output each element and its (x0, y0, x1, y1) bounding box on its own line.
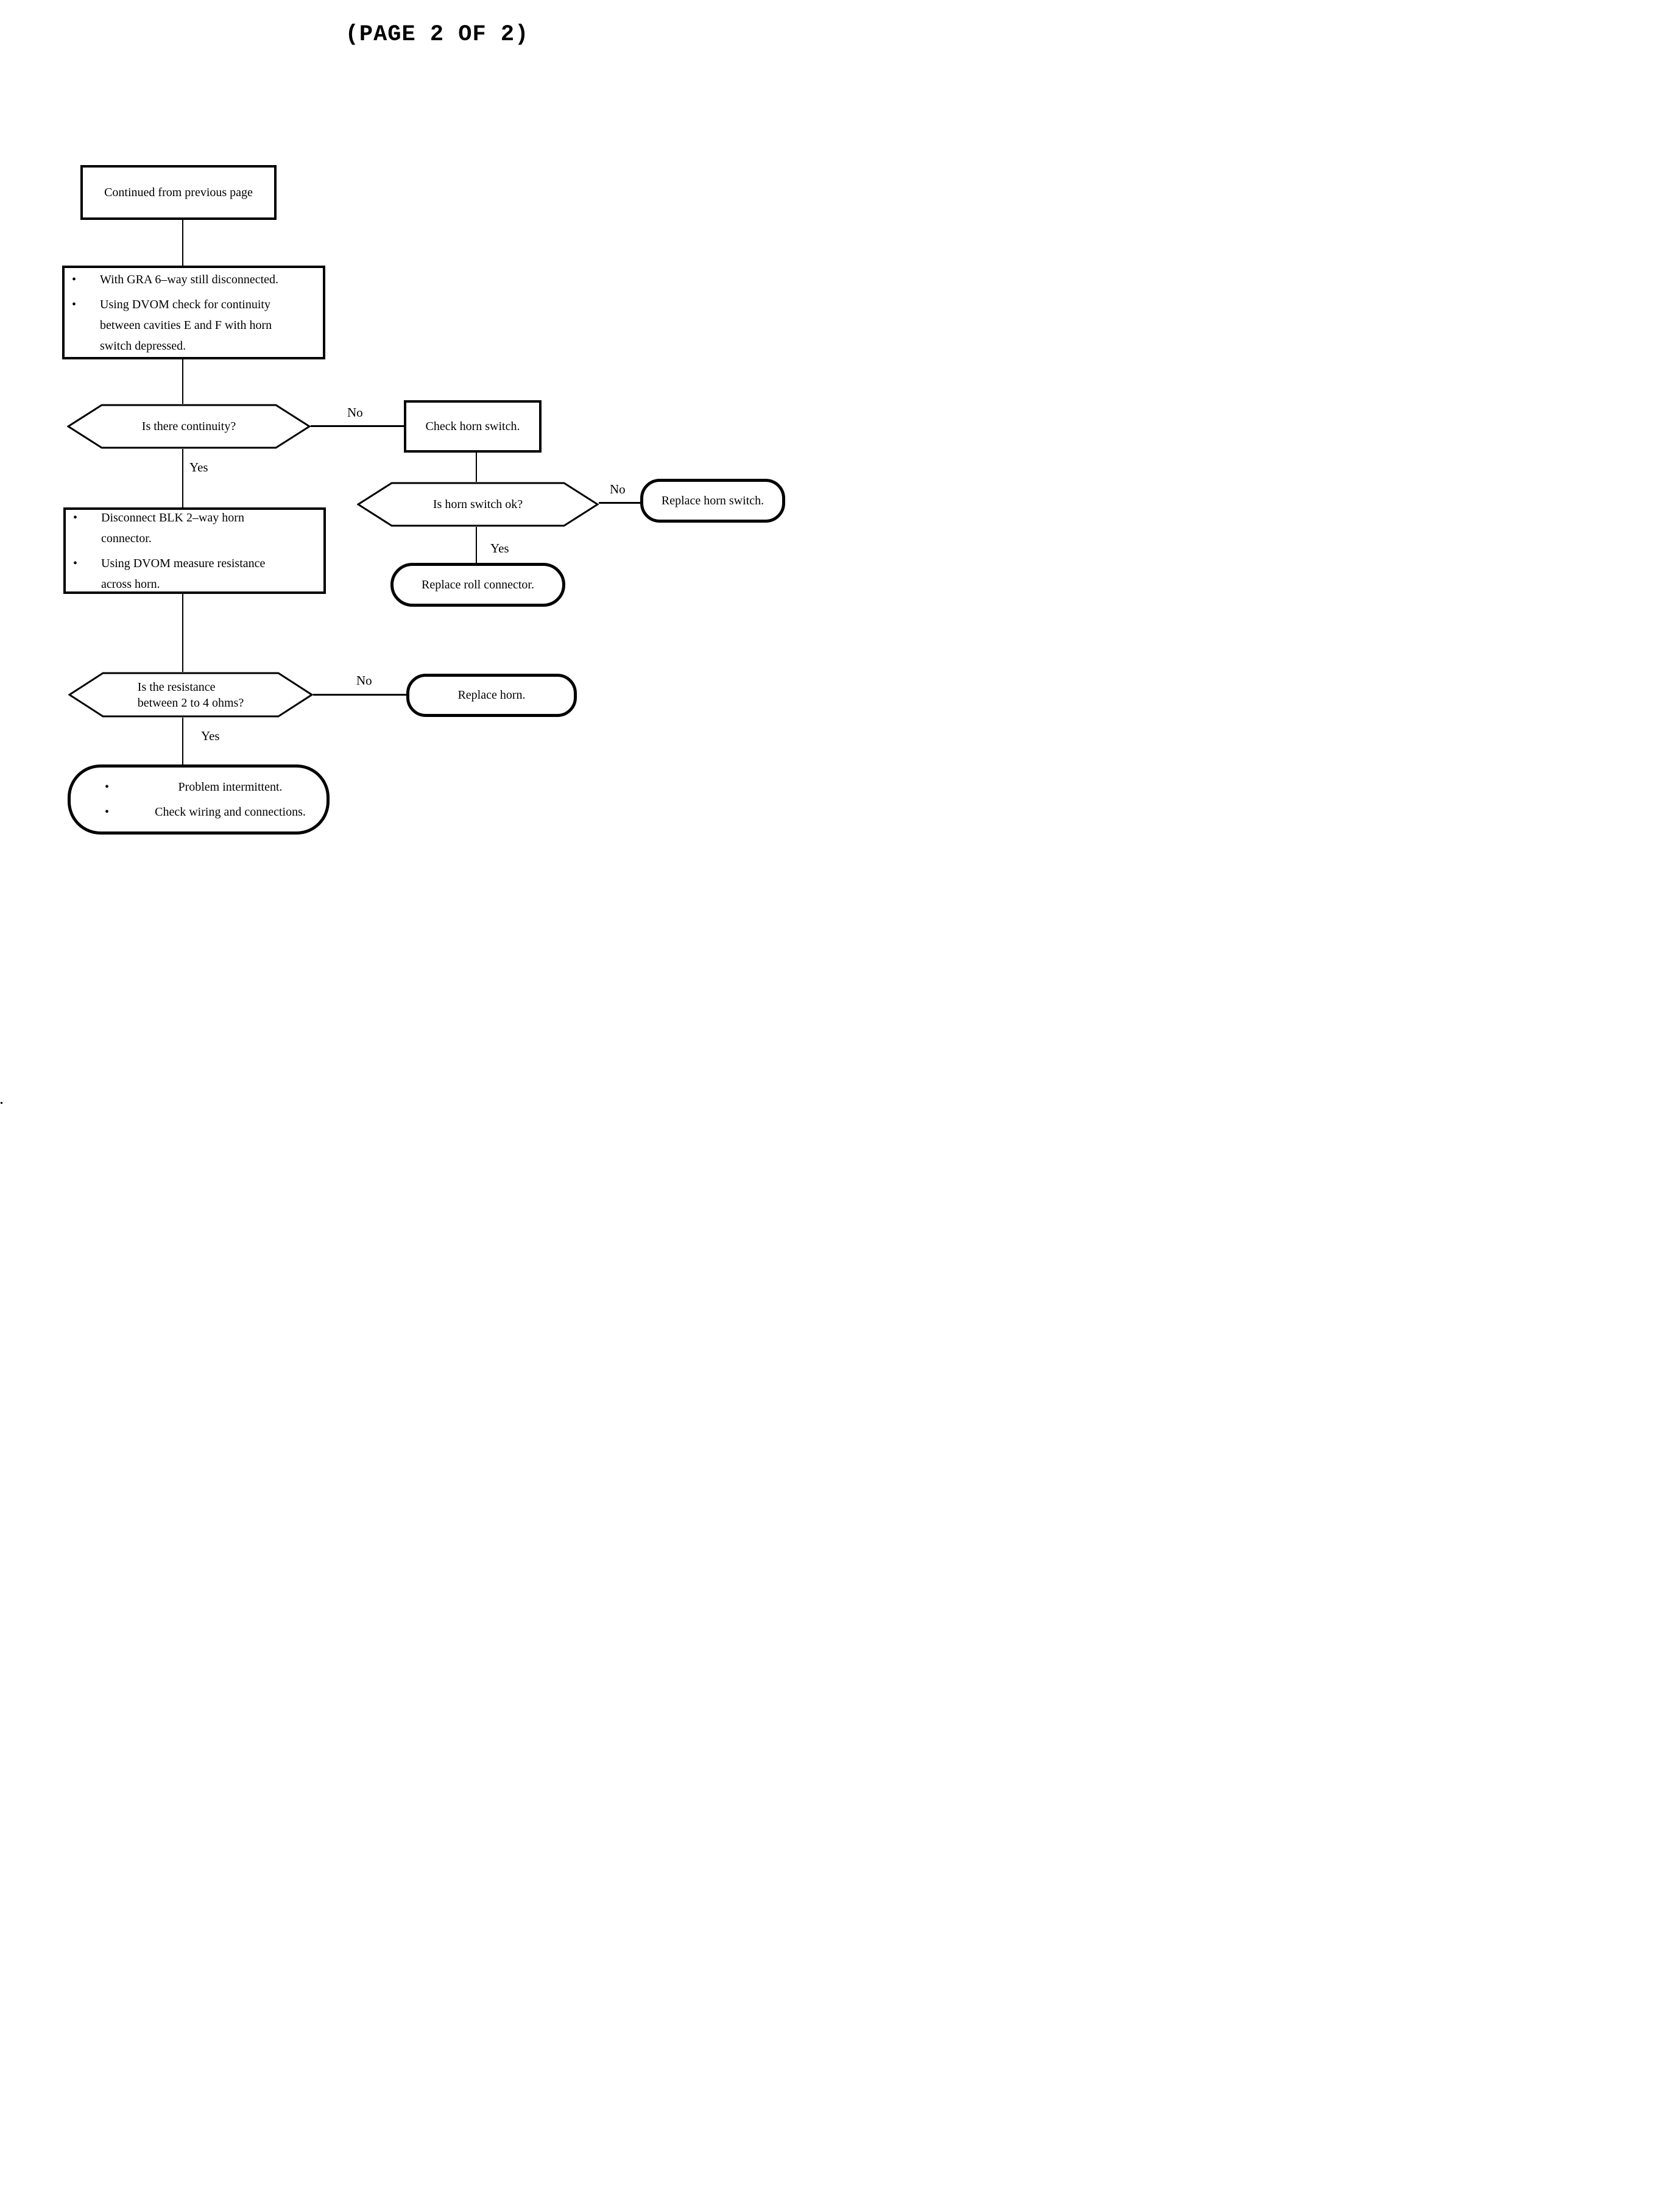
connector-decision1-yes (182, 449, 183, 507)
edge-label-yes-1: Yes (189, 460, 208, 475)
bullet-text: Check wiring and connections. (155, 805, 306, 819)
node-step-measure-resistance: • Disconnect BLK 2–way horn connector. •… (63, 507, 326, 594)
hexagon-shape (67, 404, 311, 449)
node-check-horn-switch: Check horn switch. (404, 400, 542, 453)
bullet-text: With GRA 6–way still disconnected. (100, 272, 279, 286)
edge-label-no-2: No (610, 482, 626, 496)
node-decision-horn-switch-ok-text: Is horn switch ok? (432, 498, 523, 511)
connector-checkhorn-to-decision2 (476, 453, 477, 482)
node-replace-roll-connector-text: Replace roll connector. (422, 577, 534, 591)
bullet-icon: • (105, 805, 110, 819)
bullet-icon: • (105, 780, 110, 794)
hexagon-shape (68, 672, 313, 718)
bullet-text: Problem intermittent. (178, 780, 283, 794)
bullet-item: • Problem intermittent. (71, 777, 326, 797)
connector-decision2-no (599, 502, 640, 504)
hexagon-shape (357, 482, 599, 527)
node-continued: Continued from previous page (80, 165, 277, 220)
node-decision-continuity: Is there continuity? (67, 404, 311, 449)
node-replace-horn-switch: Replace horn switch. (640, 479, 785, 523)
node-check-horn-switch-text: Check horn switch. (425, 419, 520, 433)
connector-continued-to-step1 (182, 220, 183, 266)
node-replace-horn-switch-text: Replace horn switch. (661, 493, 764, 507)
node-step-check-continuity: • With GRA 6–way still disconnected. • U… (62, 266, 325, 359)
node-replace-horn-text: Replace horn. (457, 688, 526, 702)
node-decision-horn-switch-ok: Is horn switch ok? (357, 482, 599, 527)
edge-label-yes-3: Yes (201, 729, 220, 743)
bullet-text: Disconnect BLK 2–way horn connector. (101, 510, 244, 545)
connector-decision2-yes (476, 527, 477, 563)
edge-label-yes-2: Yes (490, 541, 509, 556)
scan-artifact-dot (1, 1102, 2, 1104)
bullet-item: • Disconnect BLK 2–way horn connector. (66, 507, 323, 549)
node-replace-roll-connector: Replace roll connector. (390, 563, 565, 607)
edge-label-no-3: No (356, 673, 372, 688)
connector-step1-to-decision1 (182, 359, 183, 404)
connector-decision1-no (311, 425, 406, 427)
edge-label-no-1: No (347, 405, 363, 420)
bullet-item: • With GRA 6–way still disconnected. (65, 269, 323, 290)
connector-decision3-yes (182, 718, 183, 764)
node-decision-resistance: Is the resistance between 2 to 4 ohms? (68, 672, 313, 718)
bullet-text: Using DVOM measure resistance across hor… (101, 556, 266, 591)
connector-decision3-no (313, 694, 406, 696)
node-replace-horn: Replace horn. (406, 674, 577, 717)
node-continued-text: Continued from previous page (104, 185, 253, 199)
bullet-icon: • (73, 510, 78, 524)
decision-resistance-line1: Is the resistance (137, 680, 216, 694)
bullet-item: • Using DVOM check for continuity betwee… (65, 294, 323, 356)
flowchart-page: (PAGE 2 OF 2) Continued from previous pa… (0, 0, 840, 1105)
bullet-item: • Using DVOM measure resistance across h… (66, 553, 323, 595)
decision-resistance-line2: between 2 to 4 ohms? (137, 696, 244, 710)
node-decision-resistance-text: Is the resistance between 2 to 4 ohms? (68, 672, 313, 718)
node-decision-continuity-text: Is there continuity? (141, 420, 236, 433)
bullet-item: • Check wiring and connections. (71, 802, 326, 822)
page-title: (PAGE 2 OF 2) (345, 22, 529, 48)
bullet-text: Using DVOM check for continuity between … (100, 297, 272, 353)
node-terminal-problem-intermittent: • Problem intermittent. • Check wiring a… (68, 764, 330, 835)
bullet-icon: • (72, 272, 77, 286)
bullet-icon: • (72, 297, 77, 311)
connector-step2-to-decision3 (182, 594, 183, 672)
bullet-icon: • (73, 556, 78, 570)
